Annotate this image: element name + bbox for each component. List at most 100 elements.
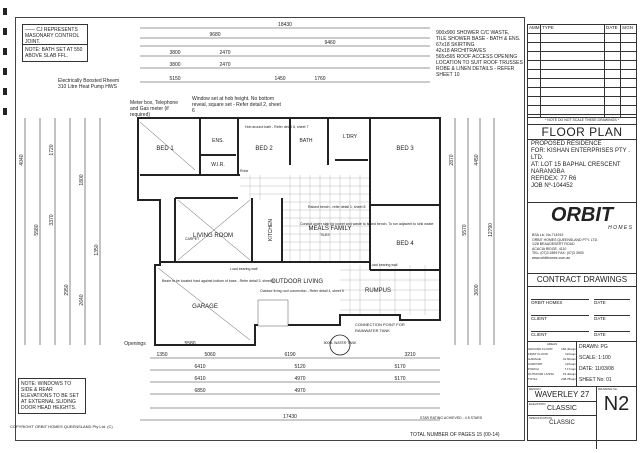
dim-label: 3800 bbox=[169, 50, 180, 56]
diagonals bbox=[139, 121, 251, 341]
area-name: OUTDOOR LIVING bbox=[528, 372, 555, 376]
room-garage: GARAGE bbox=[192, 304, 218, 310]
room-living: LIVING ROOM bbox=[193, 233, 233, 239]
dim-label: 5170 bbox=[394, 364, 405, 370]
sign-client: CLIENT bbox=[531, 331, 589, 337]
beam-note: Beam to be located hard against bottom o… bbox=[162, 279, 274, 283]
dim-label: 1350 bbox=[156, 352, 167, 358]
area-value: 41.60sqm bbox=[562, 357, 576, 361]
area-name: GROUND FLOOR bbox=[528, 347, 553, 351]
col-amd: AMM bbox=[529, 25, 540, 30]
floor-finish: TILES bbox=[320, 233, 330, 237]
area-value: 7.17sqm bbox=[564, 367, 576, 371]
dim-label: 12790 bbox=[488, 223, 494, 237]
no-scale-note: * NOTE DO NOT SCALE THESE DRAWINGS * bbox=[528, 118, 636, 125]
conduit-note: Conduit under slab for power and waste t… bbox=[300, 222, 433, 226]
design-label: DESIGN bbox=[529, 387, 541, 391]
spec-line: 67x18 SKIRTING bbox=[436, 42, 475, 48]
date-line: DATE bbox=[594, 315, 630, 321]
room-bed1: BED 1 bbox=[156, 146, 174, 152]
window-set-note: Window set at hob height. No bottom reve… bbox=[192, 96, 281, 114]
dim-label: 1800 bbox=[79, 174, 85, 185]
area-value: 248.78sqm bbox=[561, 377, 576, 381]
company-line: 1/28 BEAUDESERT ROAD bbox=[532, 242, 575, 246]
dimension-lines bbox=[24, 27, 495, 421]
spec-line: TILE SHOWER BASE - BATH & ENS. bbox=[436, 36, 521, 42]
windows-note: NOTE: WINDOWS TO SIDE & REAR ELEVATIONS … bbox=[18, 378, 86, 414]
elevation-label: ELEVATION bbox=[529, 402, 546, 406]
dim-label: 2950 bbox=[64, 284, 70, 295]
signature-block: ORBIT HOMES CLIENT CLIENT DATE DATE DATE bbox=[528, 287, 636, 342]
water-tank bbox=[329, 334, 351, 356]
dim-label: 6850 bbox=[194, 388, 205, 394]
water-tank-label: 5000L WATER TANK bbox=[324, 341, 357, 345]
dim-label: 3800 bbox=[169, 62, 180, 68]
energy-rating: STAR RATING ACHIEVED - 4.5 STARS bbox=[420, 416, 483, 420]
raised-note: Raised bench - refer detail 1, sheet 8 bbox=[308, 205, 365, 209]
robe-label: Robe bbox=[240, 169, 248, 173]
sheet-number: SHEET No: 01 bbox=[579, 377, 612, 383]
dim-label: 4970 bbox=[294, 388, 305, 394]
room-bed2: BED 2 bbox=[255, 146, 273, 152]
room-ldry: L'DRY bbox=[343, 134, 358, 140]
address: AT: LOT 15 BAPHAL CRESCENT NARANGBA bbox=[531, 162, 621, 175]
dim-label: 18430 bbox=[278, 22, 292, 28]
load-wall-note: Load bearing wall bbox=[230, 267, 258, 271]
area-value: 184.40sqm bbox=[561, 347, 576, 351]
project-info: PROPOSED RESIDENCE FOR: KISHAN ENTERPRIS… bbox=[528, 140, 636, 203]
dim-label: 3370 bbox=[49, 214, 55, 225]
contract-drawings: CONTRACT DRAWINGS bbox=[528, 274, 636, 287]
room-kitchen: KITCHEN bbox=[268, 219, 274, 241]
dim-label: 17430 bbox=[283, 414, 297, 420]
company-line: ACACIA RIDGE, 4110 bbox=[532, 246, 567, 251]
client: FOR: KISHAN ENTERPRISES PTY . LTD. bbox=[531, 148, 630, 161]
dim-label: 1720 bbox=[49, 144, 55, 155]
date-line: DATE bbox=[594, 331, 630, 337]
col-type: TYPE bbox=[542, 25, 554, 30]
dim-label: 3600 bbox=[474, 284, 480, 295]
orbit-logo: ORBIT bbox=[550, 204, 614, 226]
dim-label: 6410 bbox=[194, 364, 205, 370]
hws-note: Electrically Boosted Rheem 310 Litre Hea… bbox=[58, 78, 120, 90]
dim-label: 1760 bbox=[314, 76, 325, 82]
dim-label: 6410 bbox=[194, 376, 205, 382]
room-bath: BATH bbox=[300, 138, 313, 144]
company-line: TEL: (07)3 2899 FAX: (07)3 3900 bbox=[532, 251, 584, 255]
dim-label: 1450 bbox=[274, 76, 285, 82]
dim-label: 5120 bbox=[294, 364, 305, 370]
area-name: TOTAL bbox=[528, 377, 538, 381]
dim-label: 2470 bbox=[219, 50, 230, 56]
sheet-border bbox=[15, 17, 525, 441]
company-block: ORBIT H O M E S BSA Lic. No.714919 ORBIT… bbox=[528, 203, 636, 274]
specification-value: CLASSIC bbox=[549, 420, 575, 426]
job-number: JOB Nº-104452 bbox=[531, 183, 573, 189]
drawing-number-label: DRAWING No. bbox=[598, 387, 618, 391]
refidex: REFIDEX: 77 R6 bbox=[531, 176, 577, 182]
date-line: DATE bbox=[594, 299, 630, 305]
outdoor-note: Outdoor living roof connection - Refer d… bbox=[260, 289, 344, 293]
drawing-title: FLOOR PLAN bbox=[528, 125, 636, 140]
dim-label: 9460 bbox=[324, 40, 335, 46]
company-line: ORBIT HOMES QUEENSLAND PTY. LTD. bbox=[532, 237, 599, 242]
drawing-number: N2 bbox=[603, 393, 630, 415]
elevation-value: CLASSIC bbox=[547, 405, 577, 412]
dim-label: 9680 bbox=[209, 32, 220, 38]
dim-label: 4450 bbox=[474, 154, 480, 165]
company-line: BSA Lic. No.714919 bbox=[532, 233, 564, 237]
col-sign: SIGN bbox=[622, 25, 634, 30]
title-block: AMM TYPE DATE SIGN * NOTE DO NOT SCALE T… bbox=[527, 24, 637, 449]
dim-label: 5150 bbox=[169, 76, 180, 82]
spec-line: 565x565 ROOF ACCESS OPENING bbox=[436, 54, 518, 60]
load-wall-note: Load bearing wall bbox=[370, 263, 398, 267]
dim-label: 3210 bbox=[404, 352, 415, 358]
bath-note: NOTE: BATH SET AT 550 ABOVE SLAB FFL. bbox=[22, 44, 88, 62]
hob-note: Hob around bath - Refer detail 6, sheet … bbox=[245, 125, 308, 129]
room-bed3: BED 3 bbox=[396, 146, 414, 152]
binding-holes bbox=[3, 8, 7, 118]
specification-label: SPECIFICATION bbox=[529, 416, 552, 420]
openings-label: Openings bbox=[124, 341, 146, 347]
area-value: N/Asqm bbox=[565, 352, 576, 356]
dim-label: 5170 bbox=[394, 376, 405, 382]
sign-orbit: ORBIT HOMES bbox=[531, 299, 589, 305]
connection-note: CONNECTION POINT FOR RAINWATER TANK bbox=[355, 322, 405, 333]
